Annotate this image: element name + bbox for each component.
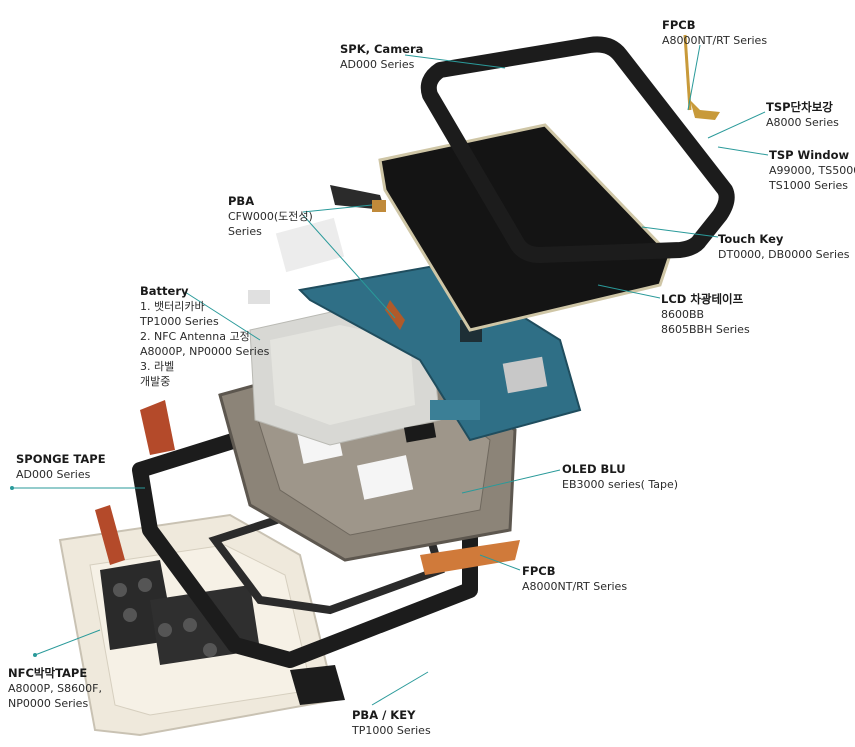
callout-title: SPK, Camera (340, 42, 424, 56)
callout-title: TSP Window (769, 148, 850, 162)
callout-detail: NP0000 Series (8, 697, 89, 710)
callout-detail: A8000NT/RT Series (662, 34, 768, 47)
callout-title: OLED BLU (562, 462, 626, 476)
callout-tsp-window: TSP Window A99000, TS5000, TS1000 Series (769, 148, 855, 193)
callout-detail: TP1000 Series (140, 315, 219, 328)
leader-oled-blu (461, 469, 561, 494)
leader-tsp-window (717, 146, 769, 156)
callout-detail: EB3000 series( Tape) (562, 478, 679, 491)
back-cover (58, 505, 345, 737)
leader-nfc-tape (34, 629, 101, 656)
callout-detail: 2. NFC Antenna 고정 (140, 330, 250, 343)
callout-title: FPCB (662, 18, 696, 32)
callout-battery: Battery 1. 뱃터리카바 TP1000 Series 2. NFC An… (140, 284, 269, 389)
callout-tsp-reinforce: TSP단차보강 A8000 Series (766, 100, 839, 130)
callout-sponge-tape: SPONGE TAPE AD000 Series (16, 452, 106, 482)
callout-fpcb-bottom: FPCB A8000NT/RT Series (522, 564, 627, 594)
callout-detail: A99000, TS5000, (769, 164, 855, 177)
callout-lcd-tape: LCD 차광테이프 8600BB 8605BBH Series (661, 292, 750, 337)
callout-pba-key: PBA / KEY TP1000 Series (352, 708, 431, 738)
callout-nfc-tape: NFC박막TAPE A8000P, S8600F, NP0000 Series (8, 666, 102, 711)
callout-pba-top: PBA CFW000(도전성) Series (228, 194, 313, 239)
callout-fpcb-top: FPCB A8000NT/RT Series (662, 18, 767, 48)
callout-detail: 8600BB (661, 308, 705, 321)
leader-fpcb-top (687, 44, 701, 111)
callout-detail: A8000P, NP0000 Series (140, 345, 270, 358)
leader-lcd-tape (597, 284, 661, 299)
leader-tsp-reinforce (707, 111, 766, 139)
callout-detail: AD000 Series (16, 468, 91, 481)
callout-title: Touch Key (718, 232, 784, 246)
callout-detail: 개발중 (140, 375, 171, 388)
callout-detail: TS1000 Series (769, 179, 849, 192)
leader-pba-key (371, 671, 429, 706)
callout-detail: 3. 라벨 (140, 360, 175, 373)
callout-detail: A8000NT/RT Series (522, 580, 628, 593)
leader-pba-top (302, 214, 396, 319)
tsp-window (420, 34, 735, 263)
callout-detail: AD000 Series (340, 58, 415, 71)
lcd-panel (378, 123, 672, 332)
callout-title: NFC박막TAPE (8, 666, 88, 680)
leader-battery (184, 291, 261, 341)
callout-detail: 8605BBH Series (661, 323, 750, 336)
callout-touch-key: Touch Key DT0000, DB0000 Series (718, 232, 850, 262)
callout-spk-camera: SPK, Camera AD000 Series (340, 42, 423, 72)
callout-title: PBA (228, 194, 255, 208)
callout-title: SPONGE TAPE (16, 452, 106, 466)
leader-pba-top-b (302, 204, 373, 213)
callout-detail: CFW000(도전성) (228, 210, 313, 223)
callout-detail: A8000P, S8600F, (8, 682, 102, 695)
callout-oled-blu: OLED BLU EB3000 series( Tape) (562, 462, 678, 492)
leader-spk-camera (404, 54, 506, 69)
callout-detail: Series (228, 225, 262, 238)
leader-fpcb-bottom (479, 554, 521, 571)
callout-detail: 1. 뱃터리카바 (140, 300, 205, 313)
callout-title: PBA / KEY (352, 708, 416, 722)
callout-title: TSP단차보강 (766, 100, 833, 114)
callout-title: LCD 차광테이프 (661, 292, 744, 306)
callout-detail: TP1000 Series (352, 724, 431, 737)
callout-title: Battery (140, 284, 189, 298)
callout-detail: A8000 Series (766, 116, 839, 129)
leader-touch-key (641, 226, 719, 238)
callout-detail: DT0000, DB0000 Series (718, 248, 850, 261)
callout-title: FPCB (522, 564, 556, 578)
